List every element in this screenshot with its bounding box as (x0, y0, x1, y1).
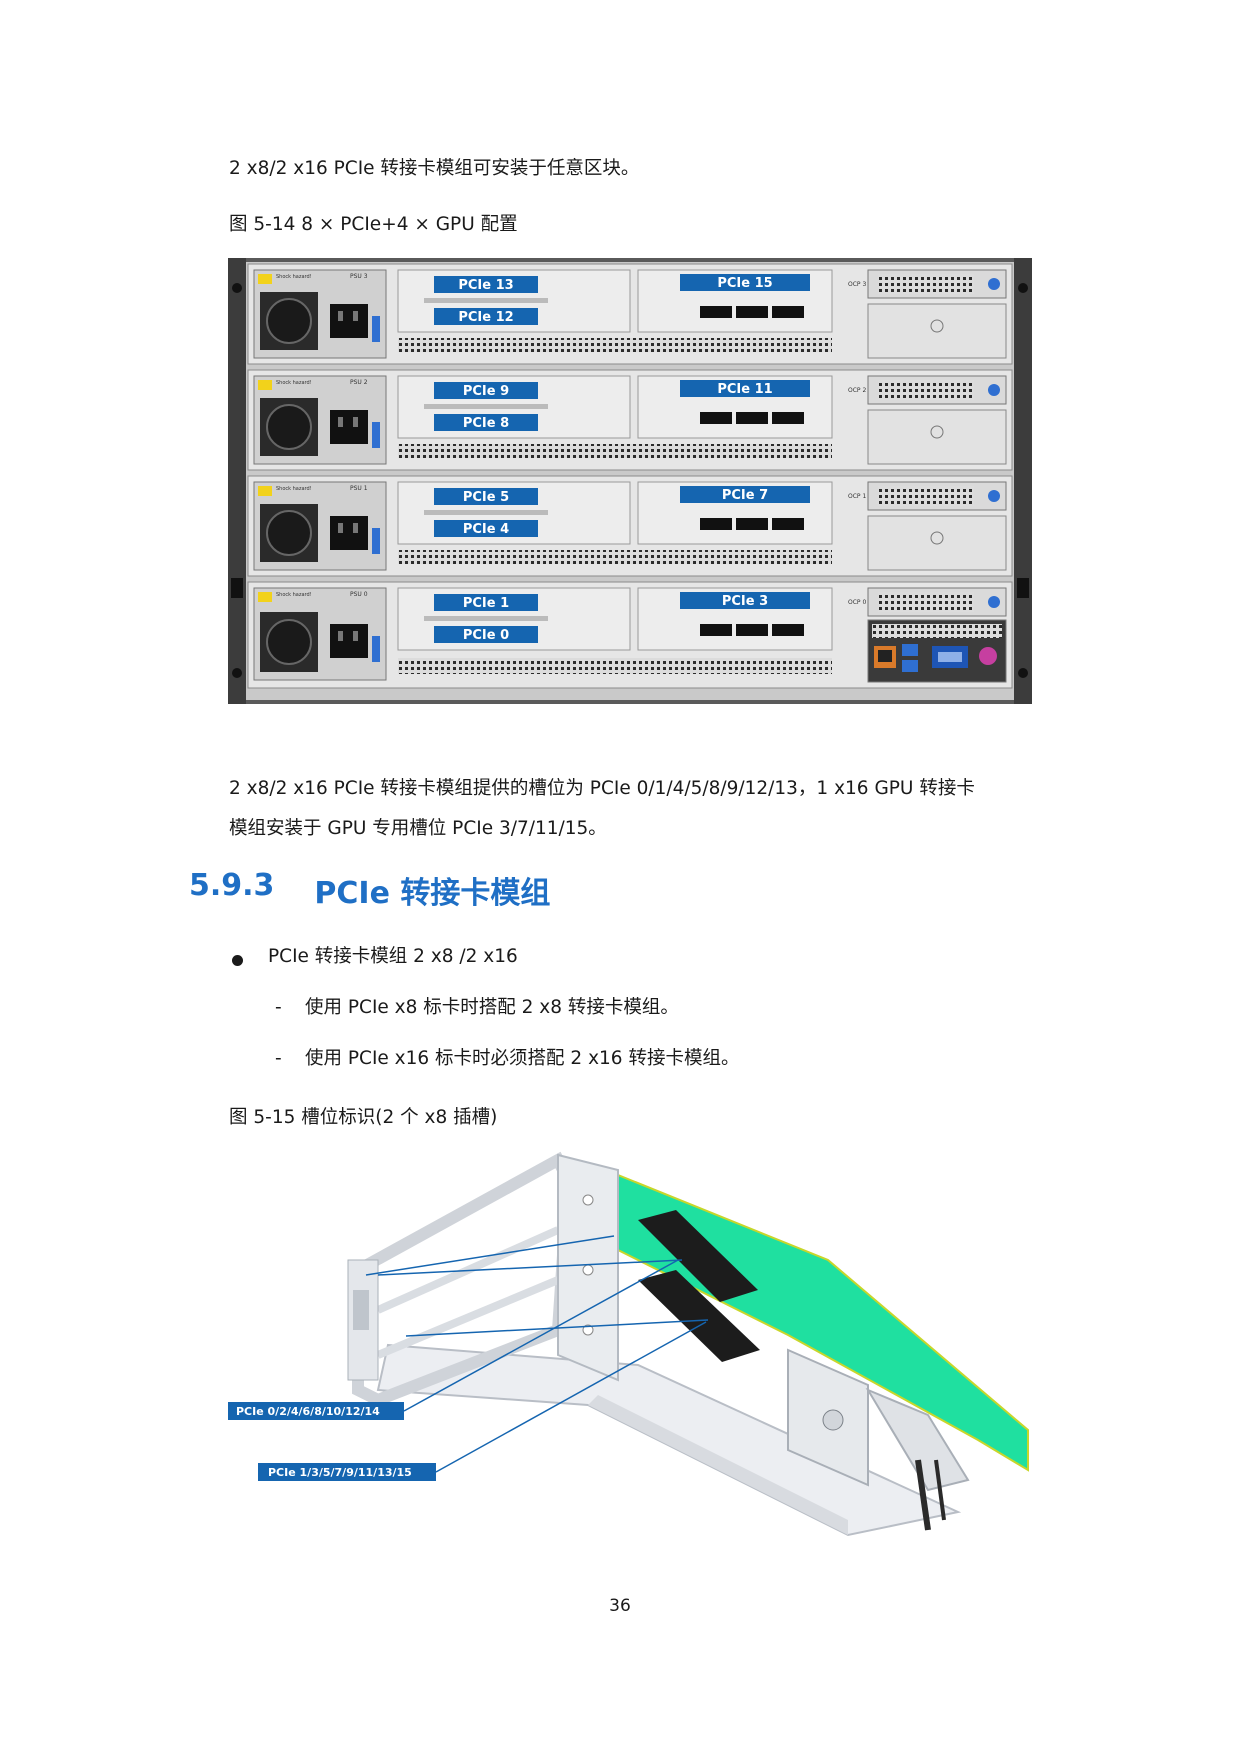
riser-slot-label-lower: PCIe 1/3/5/7/9/11/13/15 (268, 1466, 412, 1479)
bullet-marker (232, 951, 243, 970)
chassis-layer-2: Shock hazard! PSU 2 PCIe 9 PCIe 8 PCIe 1… (247, 369, 1013, 471)
chassis-layer-4: Shock hazard! PSU 0 PCIe 1 PCIe 0 PCIe 3… (247, 581, 1013, 689)
psu-label: PSU 0 (350, 591, 368, 598)
section-title: PCIe 转接卡模组 (314, 876, 551, 911)
section-number: 5.9.3 (189, 868, 275, 903)
chassis-layer-3: Shock hazard! PSU 1 PCIe 5 PCIe 4 PCIe 7… (247, 475, 1013, 577)
psu-label: PSU 3 (350, 273, 368, 280)
slot-description-line-2: 模组安装于 GPU 专用槽位 PCIe 3/7/11/15。 (229, 818, 607, 839)
slot-label-pcie-13: PCIe 13 (458, 278, 513, 293)
riser-slot-label-upper: PCIe 0/2/4/6/8/10/12/14 (236, 1405, 380, 1418)
slot-description-line-1: 2 x8/2 x16 PCIe 转接卡模组提供的槽位为 PCIe 0/1/4/5… (229, 778, 975, 799)
section-heading: 5.9.3 PCIe 转接卡模组 (189, 868, 550, 912)
slot-label-pcie-1: PCIe 1 (463, 596, 509, 611)
psu-label: PSU 1 (350, 485, 368, 492)
slot-label-pcie-0: PCIe 0 (463, 628, 509, 643)
sub-item-2-text: 使用 PCIe x16 标卡时必须搭配 2 x16 转接卡模组。 (305, 1048, 740, 1069)
slot-label-pcie-9: PCIe 9 (463, 384, 509, 399)
slot-label-pcie-12: PCIe 12 (458, 310, 513, 325)
figure-caption-5-15: 图 5-15 槽位标识(2 个 x8 插槽) (229, 1107, 498, 1128)
figure-caption-5-14: 图 5-14 8 × PCIe+4 × GPU 配置 (229, 214, 518, 235)
ocp-label: OCP 2 (848, 387, 866, 394)
hazard-title: Shock hazard! (276, 486, 312, 492)
sub-item-1: -使用 PCIe x8 标卡时搭配 2 x8 转接卡模组。 (275, 997, 679, 1018)
server-rear-diagram: Shock hazard! PSU 3 PCIe 13 PCIe 12 PCIe… (228, 258, 1032, 704)
riser-card-diagram: PCIe 0/2/4/6/8/10/12/14 PCIe 1/3/5/7/9/1… (228, 1151, 1029, 1537)
sub-item-1-text: 使用 PCIe x8 标卡时搭配 2 x8 转接卡模组。 (305, 997, 679, 1018)
slot-label-pcie-4: PCIe 4 (463, 522, 509, 537)
intro-paragraph: 2 x8/2 x16 PCIe 转接卡模组可安装于任意区块。 (229, 158, 640, 179)
psu-label: PSU 2 (350, 379, 368, 386)
ocp-label: OCP 0 (848, 599, 866, 606)
slot-label-pcie-8: PCIe 8 (463, 416, 509, 431)
chassis-layer-1: Shock hazard! PSU 3 PCIe 13 PCIe 12 PCIe… (247, 263, 1013, 365)
slot-label-pcie-15: PCIe 15 (717, 276, 772, 291)
hazard-title: Shock hazard! (276, 592, 312, 598)
page-number: 36 (609, 1596, 631, 1616)
slot-label-pcie-11: PCIe 11 (717, 382, 772, 397)
ocp-label: OCP 3 (848, 281, 866, 288)
slot-label-pcie-3: PCIe 3 (722, 594, 768, 609)
sub-item-2: -使用 PCIe x16 标卡时必须搭配 2 x16 转接卡模组。 (275, 1048, 740, 1069)
hazard-title: Shock hazard! (276, 380, 312, 386)
slot-label-pcie-5: PCIe 5 (463, 490, 509, 505)
bullet-item: PCIe 转接卡模组 2 x8 /2 x16 (268, 946, 518, 967)
slot-label-pcie-7: PCIe 7 (722, 488, 768, 503)
hazard-title: Shock hazard! (276, 274, 312, 280)
ocp-label: OCP 1 (848, 493, 866, 500)
